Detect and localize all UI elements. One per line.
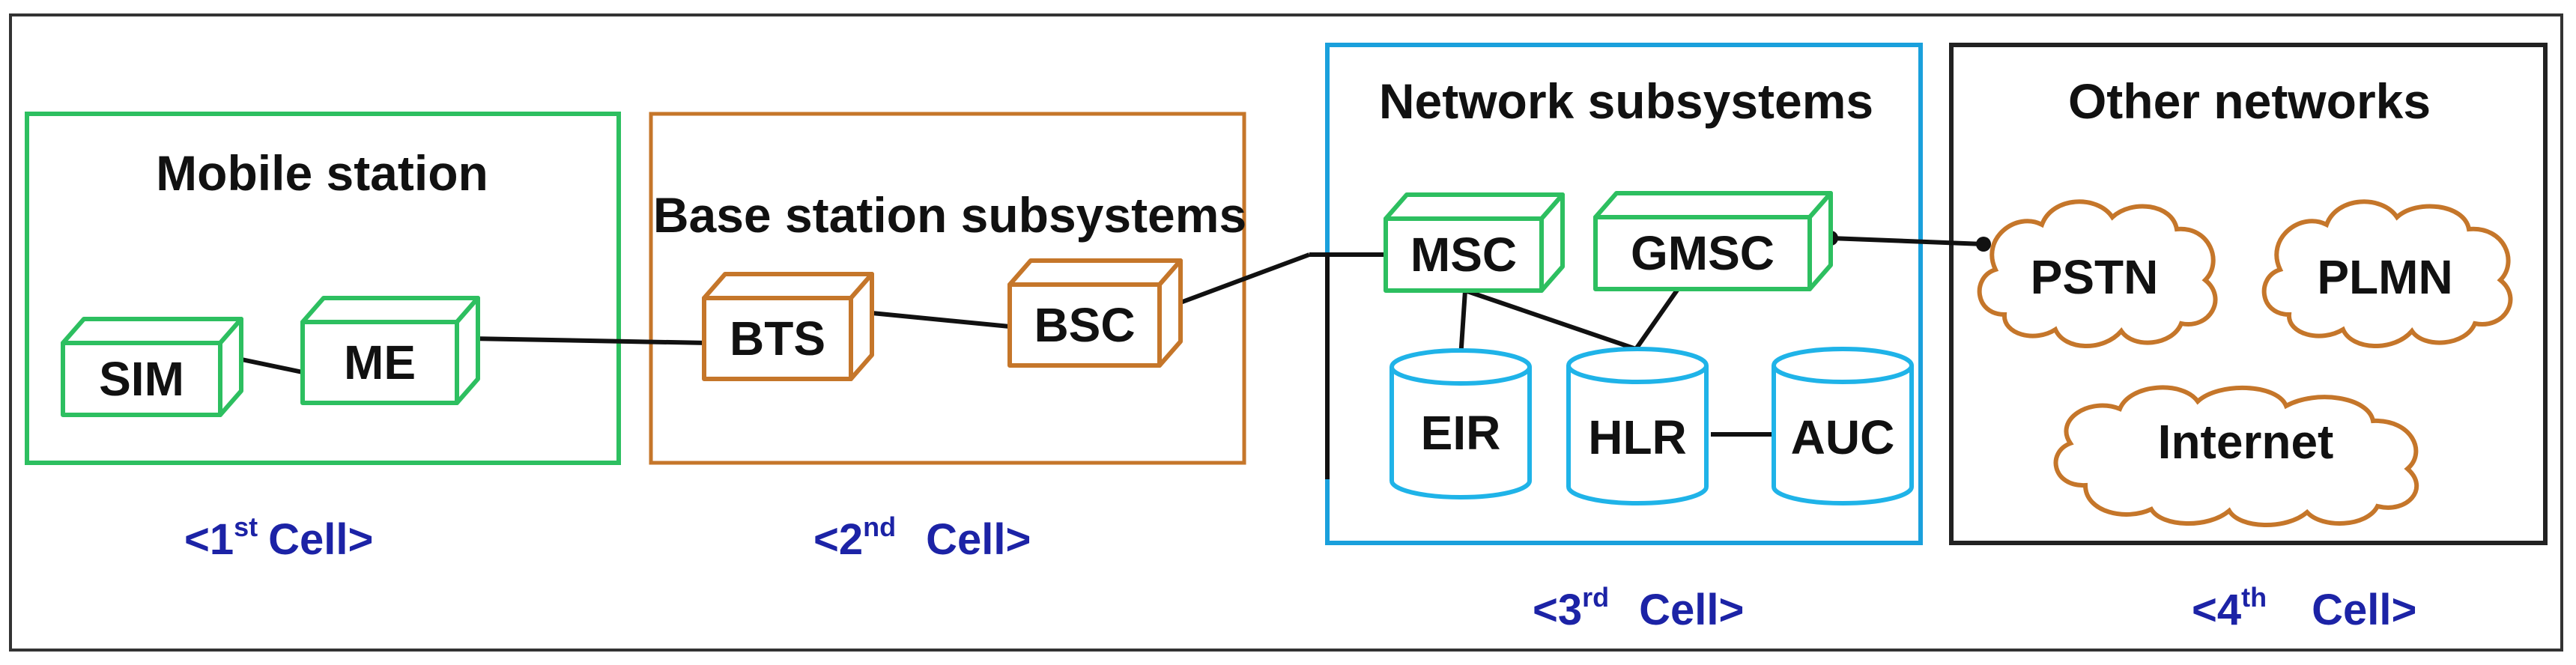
cell-1-word: Cell> bbox=[268, 515, 373, 564]
cell-2-open: <2 bbox=[813, 515, 863, 564]
other-networks-group bbox=[1949, 43, 2548, 545]
hlr-label: HLR bbox=[1588, 410, 1687, 464]
mobile-station-group bbox=[25, 112, 621, 465]
cell-4-sup: th bbox=[2241, 582, 2267, 613]
bsc-node bbox=[1007, 258, 1183, 368]
cell-3-open: <3 bbox=[1533, 586, 1582, 634]
cell-3-label: <3rd Cell> bbox=[1533, 582, 1744, 634]
bts-label: BTS bbox=[730, 312, 825, 365]
hlr-node bbox=[1566, 347, 1709, 505]
bsc-label: BSC bbox=[1034, 298, 1135, 352]
pstn-cloud bbox=[1977, 199, 2218, 348]
eir-label: EIR bbox=[1421, 406, 1501, 460]
base-station-title: Base station subsystems bbox=[653, 187, 1246, 243]
plmn-cloud bbox=[2261, 199, 2513, 348]
cell-4-word: Cell> bbox=[2312, 586, 2416, 634]
link-msc-hlr bbox=[1464, 288, 1637, 351]
cell-2-sup: nd bbox=[863, 511, 896, 542]
gmsc-label: GMSC bbox=[1631, 226, 1775, 280]
cell-3-word: Cell> bbox=[1639, 586, 1744, 634]
base-station-group bbox=[649, 112, 1246, 465]
cell-4-open: <4 bbox=[2192, 586, 2241, 634]
outer-frame bbox=[9, 13, 2563, 652]
pstn-label: PSTN bbox=[2031, 250, 2159, 304]
auc-label: AUC bbox=[1791, 410, 1895, 464]
link-msc-eir bbox=[1458, 290, 1467, 359]
link-gmsc-pstn bbox=[1830, 236, 1984, 246]
link-bsc-msc bbox=[1179, 252, 1311, 305]
eir-node bbox=[1389, 348, 1532, 499]
link-gmsc-hlr bbox=[1634, 288, 1680, 350]
mobile-station-title: Mobile station bbox=[156, 145, 488, 201]
link-bts-bsc bbox=[871, 311, 1010, 329]
msc-label: MSC bbox=[1410, 228, 1517, 282]
plmn-label: PLMN bbox=[2317, 250, 2452, 304]
internet-label: Internet bbox=[2158, 415, 2334, 469]
auc-node bbox=[1772, 347, 1914, 505]
sim-node bbox=[61, 317, 243, 417]
link-me-bts bbox=[470, 336, 709, 345]
internet-cloud bbox=[2053, 385, 2419, 527]
cell-1-open: <1 bbox=[184, 515, 234, 564]
me-node bbox=[300, 296, 480, 405]
bts-node bbox=[702, 272, 874, 381]
sim-label: SIM bbox=[99, 352, 184, 406]
me-label: ME bbox=[344, 335, 416, 389]
connection-lines bbox=[219, 236, 1984, 479]
cell-2-label: <2nd Cell> bbox=[813, 511, 1031, 564]
cell-2-word: Cell> bbox=[926, 515, 1031, 564]
msc-node bbox=[1384, 192, 1565, 293]
cell-1-label: <1st Cell> bbox=[184, 511, 373, 564]
cell-3-sup: rd bbox=[1582, 582, 1609, 613]
cell-4-label: <4th Cell> bbox=[2192, 582, 2416, 634]
other-networks-title: Other networks bbox=[2068, 73, 2431, 129]
cell-1-sup: st bbox=[234, 511, 258, 542]
gmsc-node bbox=[1593, 191, 1833, 291]
network-subsystems-title: Network subsystems bbox=[1379, 73, 1873, 129]
connector-dot-pstn bbox=[1976, 237, 1991, 252]
